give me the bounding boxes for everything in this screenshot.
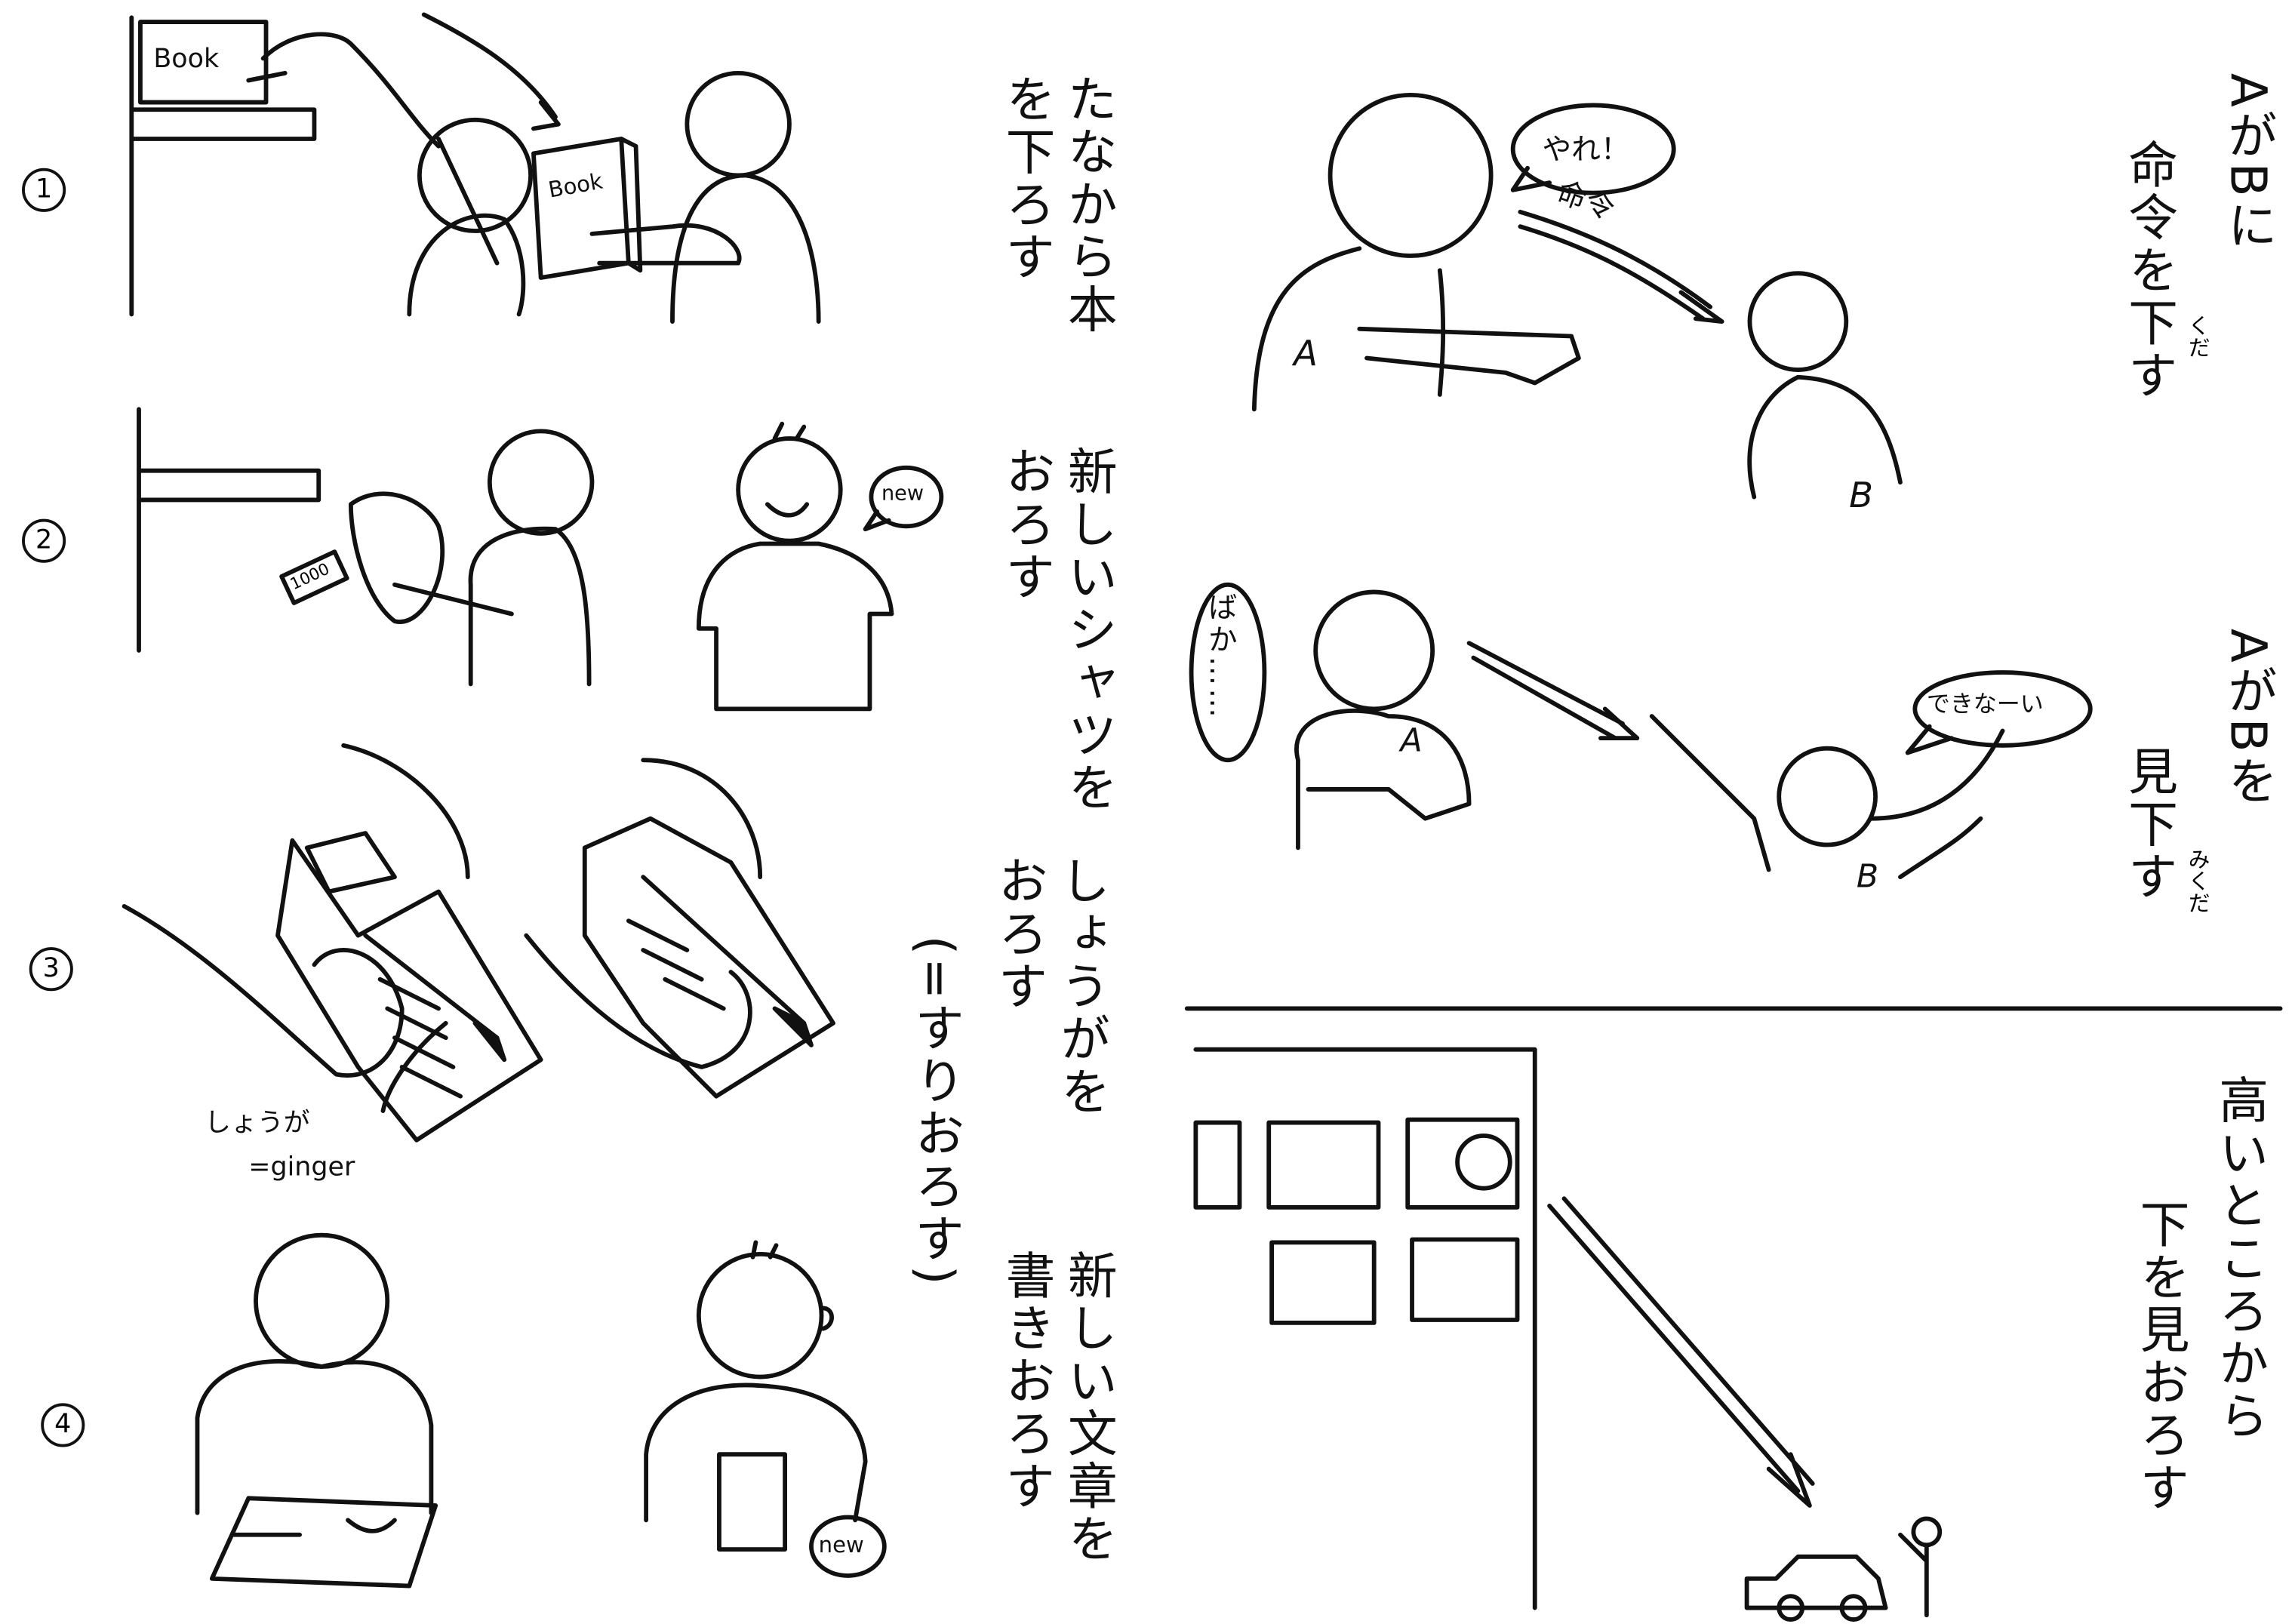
caption-4: 新しい文章を書きおろす bbox=[995, 1250, 1117, 1566]
panel-number-4: 4 bbox=[41, 1403, 85, 1447]
book-label-shelf: Book bbox=[153, 44, 220, 75]
panel-number-2: 2 bbox=[22, 518, 66, 563]
caption-command-line1: AがBに bbox=[2218, 72, 2277, 253]
speech-baka: ばか…… bbox=[1203, 592, 1238, 721]
ginger-label: しょうが bbox=[205, 1108, 310, 1139]
speech-dekinai: できなーい bbox=[1926, 690, 2044, 718]
command-drawing bbox=[1251, 92, 1903, 500]
building-drawing bbox=[1193, 1047, 1943, 1622]
panel-number-1: 1 bbox=[22, 168, 66, 212]
person-a-label-2: A bbox=[1400, 723, 1423, 761]
caption-2: 新しいシャツをおろす bbox=[995, 445, 1117, 814]
caption-3: しょうがをおろす bbox=[989, 855, 1110, 1118]
caption-miorosu-line2: 下を見おろす bbox=[2130, 1198, 2189, 1515]
ruby-kuda: くだ bbox=[2185, 314, 2212, 358]
speech-yare: やれ！ bbox=[1542, 131, 1630, 167]
look-down-drawing bbox=[1189, 582, 2093, 880]
panel-2-drawing bbox=[137, 407, 944, 712]
new-bubble-shirt: new bbox=[881, 482, 924, 506]
caption-lookdown-line1: AがBを bbox=[2218, 628, 2277, 808]
new-bubble-writing: new bbox=[818, 1531, 864, 1558]
panel-4-drawing bbox=[195, 1232, 887, 1589]
caption-1: たなから本を下ろす bbox=[995, 72, 1117, 337]
panel-number-3: 3 bbox=[29, 947, 73, 992]
caption-3-note: (=すりおろす) bbox=[905, 935, 964, 1288]
caption-command-line2: 命令を下す bbox=[2118, 139, 2178, 402]
caption-miorosu-line1: 高いところから bbox=[2209, 1074, 2269, 1443]
caption-lookdown-line2: 見下す bbox=[2118, 745, 2178, 904]
person-b-label-1: B bbox=[1849, 475, 1874, 516]
ruby-mikuda: みくだ bbox=[2185, 847, 2212, 914]
person-a-label-1: A bbox=[1294, 333, 1318, 374]
person-b-label-2: B bbox=[1856, 859, 1879, 897]
panel-1-drawing bbox=[129, 12, 821, 324]
ginger-english-label: =ginger bbox=[248, 1152, 355, 1183]
panel-3-drawing bbox=[122, 743, 835, 1143]
